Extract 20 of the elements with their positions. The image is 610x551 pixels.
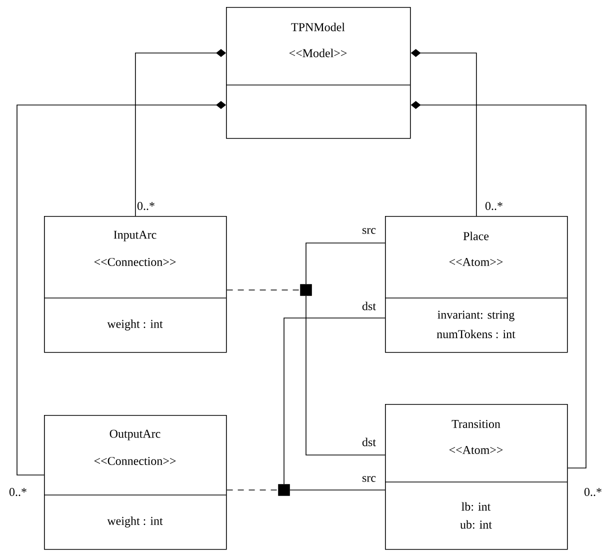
class-box: Place <<Atom>> invariant: string numTokens : int: [384, 216, 568, 353]
edge-label: 0..*: [136, 200, 156, 212]
connector: [16, 101, 226, 476]
connector: [306, 242, 386, 284]
connector: [284, 318, 386, 484]
connector: [135, 49, 226, 216]
edge-label: src: [361, 227, 377, 235]
class-box: OutputArc <<Connection>> weight : int: [44, 415, 227, 550]
edge-label: dst: [361, 436, 377, 448]
edge-label: 0..*: [583, 486, 603, 498]
connector: [306, 296, 386, 456]
edge-label: src: [361, 475, 377, 483]
junction-square: [278, 484, 290, 496]
edge-label: dst: [361, 300, 377, 312]
edge-label: 0..*: [8, 486, 28, 498]
edge-label: 0..*: [484, 200, 504, 212]
class-box: InputArc <<Connection>> weight : int: [44, 216, 227, 353]
junction-square: [300, 284, 312, 296]
class-box: Transition <<Atom>> lb: int ub: int: [384, 404, 568, 550]
class-box: TPNModel <<Model>>: [226, 7, 411, 139]
